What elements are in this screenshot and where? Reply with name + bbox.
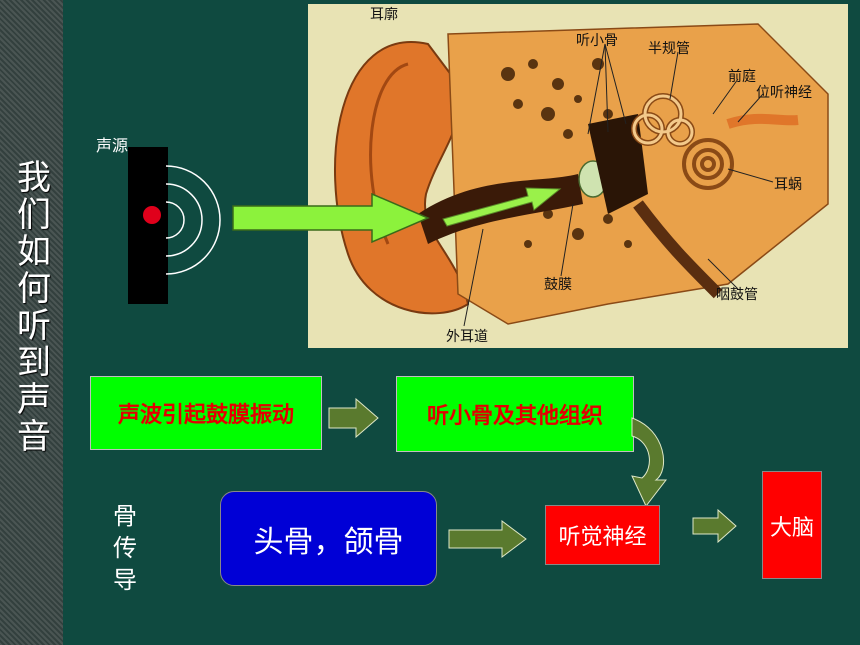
sound-source-dot (143, 206, 161, 224)
bone-char: 传 (113, 534, 137, 562)
sidebar-strip (0, 0, 63, 645)
flow-arrow-curved-down (631, 417, 668, 507)
label-ear-canal: 外耳道 (446, 329, 488, 345)
ear-illustration (334, 23, 829, 327)
sound-wave-arcs (165, 165, 221, 275)
label-ossicles: 听小骨 (576, 33, 618, 49)
title-char: 何 (17, 269, 51, 309)
title-char: 如 (17, 232, 51, 272)
step-auditory-nerve: 听觉神经 (545, 505, 660, 565)
label-eardrum: 鼓膜 (544, 277, 572, 293)
flow-arrow-bone (448, 520, 527, 558)
speaker-block (128, 147, 168, 304)
title-char: 听 (17, 306, 51, 346)
label-cochlea: 耳蜗 (774, 177, 802, 193)
label-vestibular-nerve: 位听神经 (756, 85, 812, 101)
flow-arrow-right (328, 398, 379, 438)
label-auricle: 耳廓 (370, 7, 398, 23)
bone-conduction-label: 骨 传 导 (108, 500, 142, 596)
label-semicircular-canals: 半规管 (648, 41, 690, 57)
step-eardrum-vibration: 声波引起鼓膜振动 (90, 376, 322, 450)
sound-source-label: 声源 (96, 136, 129, 155)
flow-arrow-brain (692, 509, 737, 543)
title-char: 我 (17, 158, 51, 198)
step-skull-jawbone: 头骨，颌骨 (220, 491, 437, 586)
ear-anatomy-image: 耳廓 听小骨 半规管 前庭 位听神经 耳蜗 鼓膜 咽鼓管 外耳道 (308, 4, 848, 348)
title-char: 到 (17, 343, 51, 383)
step-brain: 大脑 (762, 471, 822, 579)
step-ossicles: 听小骨及其他组织 (396, 376, 634, 452)
title-char: 声 (17, 380, 51, 420)
bone-char: 骨 (113, 502, 137, 530)
bone-char: 导 (113, 566, 137, 594)
label-vestibule: 前庭 (728, 69, 756, 85)
sound-direction-arrow (232, 192, 430, 244)
label-eustachian-tube: 咽鼓管 (716, 287, 758, 303)
title-char: 音 (17, 417, 51, 457)
slide-title-vertical: 我 们 如 何 听 到 声 音 (14, 160, 54, 456)
title-char: 们 (17, 195, 51, 235)
